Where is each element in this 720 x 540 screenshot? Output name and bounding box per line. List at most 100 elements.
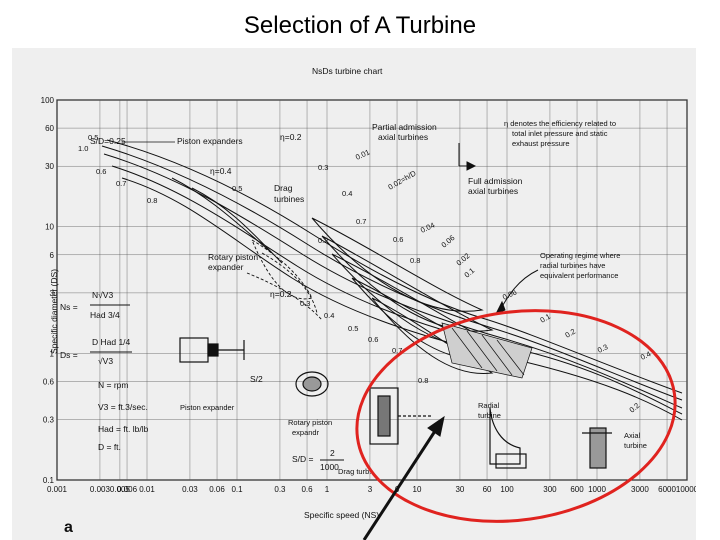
ns-denominator: Had 3/4 (90, 310, 120, 320)
hatch-area (441, 322, 533, 379)
rotary-rotor (302, 376, 322, 392)
eff-label-11: 0.4 (639, 349, 652, 362)
curve-labels: 0.5 1.0 0.6 0.7 0.8 0.3 0.4 0.5 0.6 0.7 … (78, 133, 428, 385)
unit-n: N = rpm (98, 380, 128, 390)
curve-label-13: 0.3 (300, 299, 310, 308)
x-tick-label: 0.6 (301, 485, 313, 494)
x-tick-label: 3 (368, 485, 373, 494)
y-tick-label: 0.3 (43, 416, 55, 425)
curve-label-1: 0.5 (88, 133, 98, 142)
x-tick-label: 0.06 (209, 485, 225, 494)
pointer-head (427, 415, 445, 437)
x-tick-label: 0.005 (110, 485, 131, 494)
eff-label-1: 0.01 (354, 147, 371, 161)
caption-radial-2: turbine (478, 411, 501, 420)
lens-1 (311, 217, 484, 312)
ns-symbol: Ns = (60, 302, 78, 312)
partial-arrow (458, 143, 539, 316)
rotary-region (246, 239, 323, 321)
x-tick-label: 3000 (631, 485, 649, 494)
ds-denominator: √V3 (98, 356, 113, 366)
piston-sketch (179, 337, 245, 363)
pointer-shaft (362, 427, 439, 540)
y-tick-label: 60 (45, 124, 54, 133)
y-tick-label: 0.1 (43, 476, 55, 485)
label-partial-2: axial turbines (378, 132, 428, 142)
hatch-line-1 (451, 327, 483, 369)
caption-piston: Piston expander (180, 403, 235, 412)
axial-sketch (582, 427, 612, 469)
sketch-captions: Piston expander Rotary piston expandr Dr… (180, 401, 647, 476)
label-partial-1: Partial admission (372, 122, 437, 132)
eta-note-1: η denotes the efficiency related to (504, 119, 616, 128)
eff-label-9: 0.2 (564, 327, 578, 340)
y-axis-label: Specific diameter (DS) (49, 269, 59, 354)
drag-sketch (369, 387, 432, 445)
label-drag-2: turbines (274, 194, 304, 204)
curve-label-9: 0.6 (393, 235, 403, 244)
x-tick-label: 0.01 (139, 485, 155, 494)
x-tick-label: 300 (543, 485, 557, 494)
curve-2 (101, 145, 683, 401)
curve-label-4: 0.7 (116, 179, 126, 188)
panel-letter: a (64, 519, 73, 536)
hatched-regime (441, 322, 533, 379)
eta-note-2: total inlet pressure and static (512, 129, 608, 138)
drag-rotor (377, 395, 391, 437)
y-tick-label: 1 (50, 349, 55, 358)
label-drag-1: Drag (274, 183, 293, 193)
eff-label-10: 0.3 (596, 342, 609, 355)
label-full-1: Full admission (468, 176, 523, 186)
region-labels: Piston expanders S/D=0.25 η=0.2 Partial … (90, 122, 523, 299)
hatch-line-3 (481, 334, 513, 376)
x-tick-label: 0.006 (117, 485, 138, 494)
piston-head (207, 343, 219, 357)
y-tick-label: 30 (45, 162, 54, 171)
operating-2: radial turbines have (540, 261, 605, 270)
x-tick-label: 1 (325, 485, 330, 494)
chart-title: NsDs turbine chart (312, 66, 383, 76)
caption-rotary-2: expandr (292, 428, 320, 437)
radial-sketch (489, 407, 527, 469)
label-sd: S/D=0.25 (90, 136, 126, 146)
grid (56, 99, 688, 481)
sketches (179, 337, 612, 469)
x-tick-label: 600 (570, 485, 584, 494)
curve-label-11: 0.8 (410, 256, 420, 265)
label-eta-04: η=0.4 (210, 166, 232, 176)
x-tick-label: 100 (500, 485, 514, 494)
curve-6 (171, 177, 273, 254)
plot-frame (56, 99, 688, 481)
curve-1 (106, 139, 683, 394)
y-tick-label: 3 (50, 289, 55, 298)
curve-label-8: 0.5 (232, 184, 242, 193)
ns-ds-chart: NsDs turbine chart Specific speed (NS) S… (41, 66, 696, 540)
x-tick-label: 0.3 (274, 485, 286, 494)
sd-ratio-num: 2 (330, 448, 335, 458)
eff-label-6: 0.1 (463, 266, 477, 280)
curve-label-17: 0.7 (392, 346, 402, 355)
slide-title: Selection of A Turbine (243, 12, 477, 39)
sd-ratio-label: S/D = (292, 454, 314, 464)
lens-2 (321, 235, 494, 332)
x-tick-label: 0.001 (47, 485, 68, 494)
ds-numerator: D Had 1/4 (92, 337, 131, 347)
operating-3: equivalent performance (540, 271, 618, 280)
label-full-2: axial turbines (468, 186, 518, 196)
x-tick-label: 10 (413, 485, 422, 494)
curve-label-16: 0.6 (368, 335, 378, 344)
highlight-ellipse (355, 309, 677, 523)
unit-had: Had = ft. lb/lb (98, 424, 149, 434)
eff-label-5: 0.02 (455, 251, 472, 267)
s2-label: S/2 (250, 374, 263, 384)
label-rotary-1: Rotary piston (208, 252, 258, 262)
y-tick-label: 0.6 (43, 377, 55, 386)
label-rotary-2: expander (208, 262, 244, 272)
operating-1: Operating regime where (540, 251, 620, 260)
sd-ratio-den: 1000 (320, 462, 339, 472)
eta-note: η denotes the efficiency related to tota… (504, 119, 620, 280)
eff-label-2: 0.02=h/D (387, 168, 419, 191)
caption-axial-1: Axial (624, 431, 641, 440)
